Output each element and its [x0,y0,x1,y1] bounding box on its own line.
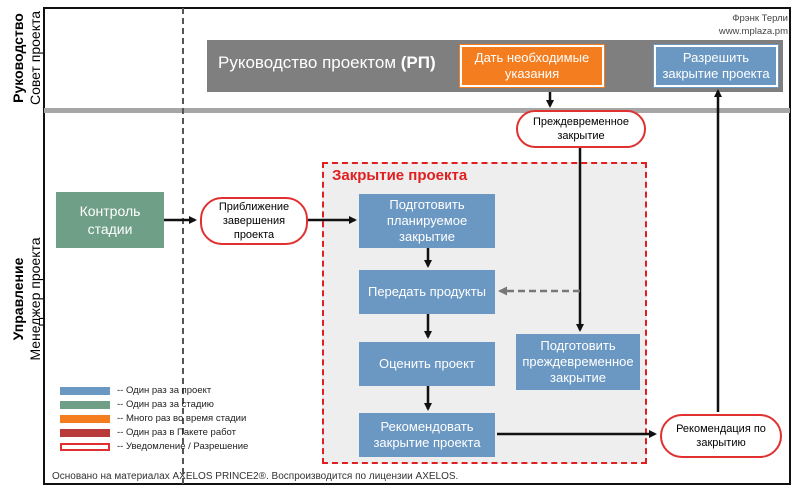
premature-closure-event[interactable]: Преждевременное закрытие [516,110,646,148]
prepare-premature-closure-box[interactable]: Подготовить преждевременное закрытие [516,334,640,390]
legend-text: -- Много раз во время стадии [117,413,247,424]
lane-divider [44,108,790,113]
authorize-closure-box[interactable]: Разрешить закрытие проекта [653,44,779,88]
hand-over-products-box[interactable]: Передать продукты [359,270,495,314]
legend-swatch [60,443,110,451]
legend-text: -- Один раз за стадию [117,399,214,410]
legend-swatch [60,429,110,437]
author-site: www.mplaza.pm [718,26,788,37]
footer-attribution: Основано на материалах AXELOS PRINCE2®. … [52,471,459,482]
closure-recommendation-event[interactable]: Рекомендация по закрытию [660,414,782,458]
recommend-closure-box[interactable]: Рекомендовать закрытие проекта [359,413,495,457]
author-credit: Фрэнк Терли www.mplaza.pm [719,12,788,38]
legend-swatch [60,415,110,423]
diagram-frame [43,7,791,485]
approaching-end-event[interactable]: Приближение завершения проекта [200,197,308,245]
project-board-title: Руководство проектом (РП) [218,53,436,73]
author-name: Фрэнк Терли [732,13,788,24]
legend-text: -- Один раз за проект [117,385,212,396]
legend-swatch [60,401,110,409]
stage-control-box[interactable]: Контроль стадии [56,192,164,248]
level-boundary-dashed-line [182,8,184,484]
legend-text: -- Уведомление / Разрешение [117,441,249,452]
closure-process-title: Закрытие проекта [332,167,468,184]
legend-swatch [60,387,110,395]
project-board-title-abbr: (РП) [400,53,436,72]
give-guidance-box[interactable]: Дать необходимые указания [459,44,605,88]
legend-text: -- Один раз в Пакете работ [117,427,236,438]
project-board-title-text: Руководство проектом [218,53,397,72]
evaluate-project-box[interactable]: Оценить проект [359,342,495,386]
prepare-planned-closure-box[interactable]: Подготовить планируемое закрытие [359,194,495,248]
